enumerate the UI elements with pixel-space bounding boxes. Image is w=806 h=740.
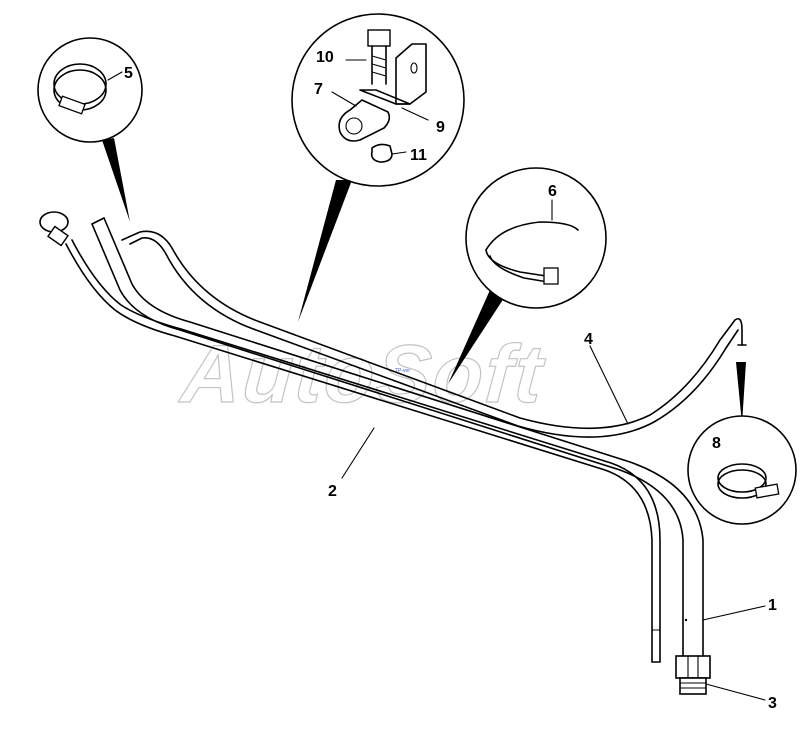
pipe-2 (39, 211, 661, 663)
label-3: 3 (768, 695, 777, 712)
fitting-3 (675, 655, 711, 695)
watermark-small-text: TP-ver (395, 368, 410, 374)
pipe-1 (91, 217, 704, 663)
leader-lines (341, 345, 766, 701)
label-10: 10 (316, 49, 334, 66)
label-4: 4 (584, 331, 593, 348)
watermark-text: AutoSoft (177, 329, 549, 420)
label-1: 1 (768, 597, 777, 614)
callout-6-group (448, 167, 607, 384)
label-11: 11 (410, 147, 427, 164)
label-8: 8 (712, 435, 721, 452)
label-9: 9 (436, 119, 445, 136)
callout-5-group (37, 37, 143, 222)
label-7: 7 (314, 81, 323, 98)
callout-8-group (687, 362, 797, 525)
pipe-4 (121, 230, 747, 438)
label-2: 2 (328, 483, 337, 500)
callout-top-center-group (291, 13, 465, 322)
label-5: 5 (124, 65, 133, 82)
label-6: 6 (548, 183, 557, 200)
